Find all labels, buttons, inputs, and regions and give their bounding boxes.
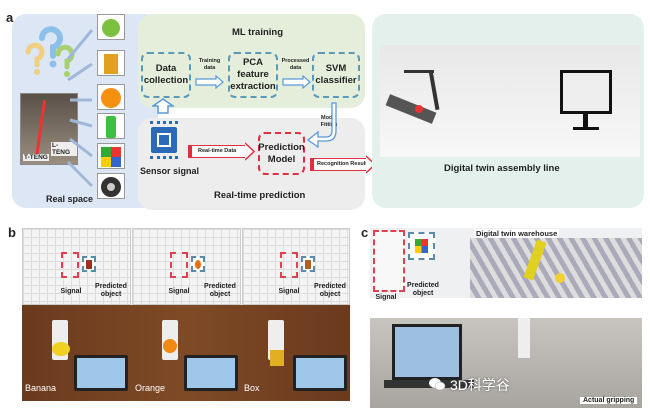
question-marks-icon [25, 26, 75, 77]
orange-icon [97, 84, 125, 110]
signal-label: Signal [278, 288, 300, 295]
wechat-icon [429, 378, 446, 391]
tape-icon [97, 173, 125, 199]
signal-label: Signal [60, 288, 82, 295]
l-teng-label: L-TENG [51, 142, 77, 156]
actual-gripping-caption: Actual gripping [580, 397, 638, 404]
ml-training-title: ML training [232, 27, 284, 38]
t-teng-label: T-TENG [23, 154, 49, 161]
orange [163, 339, 177, 353]
laptop [184, 355, 238, 391]
digital-twin-warehouse-title: Digital twin warehouse [474, 229, 560, 238]
signal-label: Signal [375, 294, 397, 301]
predicted-object-box [82, 256, 96, 272]
sensor-chip-icon [146, 121, 182, 159]
real-time-data-arrow: Real-time Data [188, 145, 246, 158]
signal-label: Signal [168, 288, 190, 295]
laptop [74, 355, 128, 391]
svm-step: SVM classifier [312, 52, 360, 98]
processed-data-label: Processed data [281, 58, 310, 71]
signal-box [170, 252, 188, 278]
model-fitting-label: Model Fitting [320, 115, 338, 128]
box-icon [97, 50, 125, 76]
object-arrows [66, 29, 94, 188]
predicted-object-box [191, 256, 205, 272]
apple-icon [97, 14, 125, 40]
rubiks-cube-icon [97, 143, 125, 169]
actual-gripping-photo [370, 318, 642, 408]
panel-b-letter: b [8, 225, 16, 240]
laptop [293, 355, 347, 391]
signal-box [61, 252, 79, 278]
teng-gripper-photo: L-TENG T-TENG [20, 93, 78, 165]
software-screenshot [22, 228, 131, 305]
box [270, 350, 284, 366]
sensor-signal-label: Sensor signal [140, 166, 200, 176]
data-collection-step: Data collection [141, 52, 191, 98]
panel-a-letter: a [6, 10, 14, 25]
training-data-label: Training data [198, 58, 221, 71]
assembly-line-render [380, 45, 640, 157]
predicted-object-label: Predicted object [204, 283, 236, 298]
object-name-orange: Orange [135, 383, 166, 393]
panel-c-letter: c [361, 225, 369, 240]
predicted-object-label: Predicted object [95, 283, 127, 298]
arrow-up-icon [152, 98, 174, 114]
real-time-prediction-title: Real-time prediction [214, 190, 306, 201]
signal-box [280, 252, 298, 278]
recognition-result-arrow: Recognition Result [310, 158, 368, 171]
can-icon [97, 113, 125, 139]
real-space-label: Real space [46, 194, 94, 204]
arrow-head-icon [245, 142, 255, 161]
predicted-object-label: Predicted object [314, 283, 346, 298]
prediction-model: Prediction Model [258, 132, 305, 175]
object-name-banana: Banana [25, 383, 57, 393]
signal-box [373, 230, 405, 292]
arrow-right-icon [282, 75, 311, 89]
ml-training-panel [138, 14, 365, 108]
predicted-object-box [408, 232, 435, 260]
digital-twin-label: Digital twin assembly line [444, 163, 560, 174]
predicted-object-label: Predicted object [407, 282, 439, 297]
predicted-object-box [301, 256, 315, 272]
pca-step: PCA feature extraction [228, 52, 278, 98]
watermark: 3D科学谷 [450, 377, 510, 393]
object-name-box: Box [244, 383, 260, 393]
curved-arrow-icon [306, 102, 337, 149]
arrow-right-icon [195, 75, 224, 89]
banana [52, 342, 70, 356]
